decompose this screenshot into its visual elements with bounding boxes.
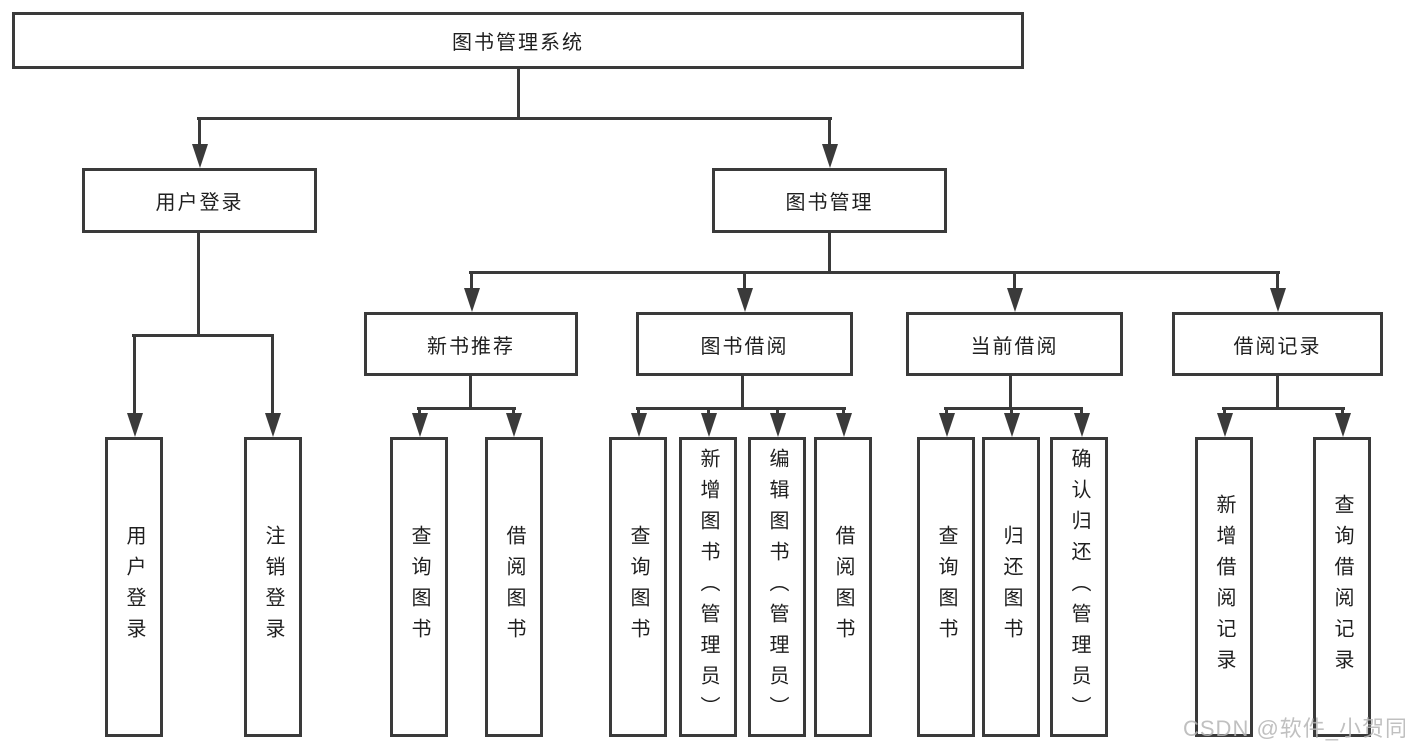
leaf-borrow-add-books-admin: 新增图书（管理员） (679, 437, 737, 737)
connector-current-borrow-stem (1009, 376, 1012, 410)
connector-book-borrow-rail (636, 407, 846, 410)
node-book-borrow-label: 图书借阅 (700, 335, 789, 358)
leaf-borrow-add-books-admin-label: 新增图书（管理员） (697, 447, 719, 727)
arrow-down-icon (821, 117, 838, 168)
connector-user-login-rail (132, 334, 274, 337)
leaf-borrow-edit-books-admin-label: 编辑图书（管理员） (766, 447, 788, 727)
arrow-down-icon (769, 407, 786, 437)
arrow-down-icon (1006, 271, 1023, 312)
node-root: 图书管理系统 (12, 12, 1024, 69)
arrow-down-icon (463, 271, 480, 312)
leaf-borrow-borrow-books: 借阅图书 (814, 437, 872, 737)
connector-root-rail (197, 117, 832, 120)
leaf-borrow-edit-books-admin: 编辑图书（管理员） (748, 437, 806, 737)
arrow-down-icon (1269, 271, 1286, 312)
node-current-borrow: 当前借阅 (906, 312, 1123, 376)
node-root-label: 图书管理系统 (452, 32, 584, 54)
node-new-book-recommend-label: 新书推荐 (427, 335, 515, 358)
arrow-down-icon (1334, 407, 1351, 437)
connector-root-stem (517, 69, 520, 118)
arrow-down-icon (411, 407, 428, 437)
connector-borrow-records-rail (1222, 407, 1345, 410)
arrow-down-icon (264, 334, 281, 437)
leaf-logout: 注销登录 (244, 437, 302, 737)
node-user-login-label: 用户登录 (155, 192, 244, 214)
arrow-down-icon (700, 407, 717, 437)
node-current-borrow-label: 当前借阅 (970, 335, 1059, 358)
leaf-user-login-label: 用户登录 (123, 525, 145, 649)
node-new-book-recommend: 新书推荐 (364, 312, 578, 376)
leaf-borrow-query-books-label: 查询图书 (627, 525, 649, 649)
leaf-newbook-query-books: 查询图书 (390, 437, 448, 737)
leaf-newbook-borrow-books: 借阅图书 (485, 437, 543, 737)
connector-current-borrow-rail (944, 407, 1083, 410)
arrow-down-icon (1073, 407, 1090, 437)
leaf-borrow-query-books: 查询图书 (609, 437, 667, 737)
leaf-current-return-books: 归还图书 (982, 437, 1040, 737)
node-borrow-records: 借阅记录 (1172, 312, 1383, 376)
leaf-newbook-borrow-books-label: 借阅图书 (503, 525, 525, 649)
arrow-down-icon (191, 117, 208, 168)
arrow-down-icon (1003, 407, 1020, 437)
node-book-borrow: 图书借阅 (636, 312, 853, 376)
arrow-down-icon (938, 407, 955, 437)
connector-book-management-rail (469, 271, 1280, 274)
connector-user-login-stem (197, 233, 200, 337)
connector-new-book-rail (417, 407, 516, 410)
leaf-records-query-record-label: 查询借阅记录 (1331, 494, 1353, 680)
connector-book-borrow-stem (741, 376, 744, 410)
leaf-newbook-query-books-label: 查询图书 (408, 525, 430, 649)
leaf-current-query-books: 查询图书 (917, 437, 975, 737)
leaf-records-add-record: 新增借阅记录 (1195, 437, 1253, 737)
arrow-down-icon (1216, 407, 1233, 437)
leaf-records-add-record-label: 新增借阅记录 (1213, 494, 1235, 680)
arrow-down-icon (835, 407, 852, 437)
connector-new-book-stem (469, 376, 472, 410)
leaf-records-query-record: 查询借阅记录 (1313, 437, 1371, 737)
leaf-user-login: 用户登录 (105, 437, 163, 737)
arrow-down-icon (736, 271, 753, 312)
leaf-current-query-books-label: 查询图书 (935, 525, 957, 649)
connector-book-management-stem (828, 233, 831, 274)
csdn-watermark: CSDN @软件_小贺同学 (1183, 716, 1405, 741)
node-book-management: 图书管理 (712, 168, 947, 233)
leaf-current-return-books-label: 归还图书 (1000, 525, 1022, 649)
leaf-current-confirm-return-admin: 确认归还（管理员） (1050, 437, 1108, 737)
connector-borrow-records-stem (1276, 376, 1279, 410)
leaf-current-confirm-return-admin-label: 确认归还（管理员） (1068, 447, 1090, 727)
leaf-borrow-borrow-books-label: 借阅图书 (832, 525, 854, 649)
arrow-down-icon (630, 407, 647, 437)
arrow-down-icon (505, 407, 522, 437)
node-user-login: 用户登录 (82, 168, 317, 233)
node-borrow-records-label: 借阅记录 (1233, 335, 1322, 358)
leaf-logout-label: 注销登录 (262, 525, 284, 649)
arrow-down-icon (126, 334, 143, 437)
node-book-management-label: 图书管理 (785, 192, 874, 214)
